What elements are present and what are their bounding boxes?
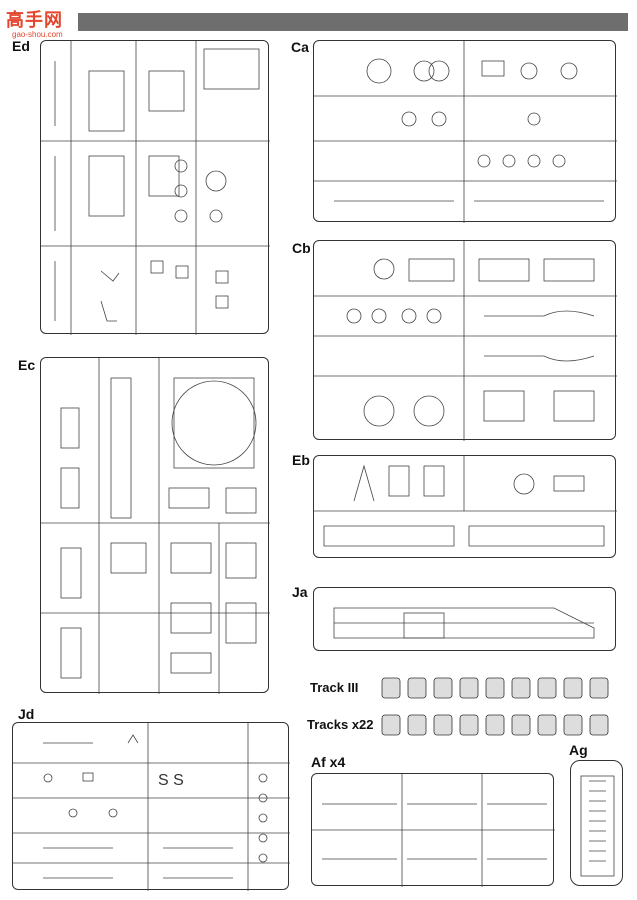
sprue-frame-ca	[313, 40, 617, 223]
sprue-label-track3: Track III	[310, 680, 359, 695]
watermark-url: gao-shou.com	[12, 30, 63, 39]
sprue-eb-drawing	[314, 456, 617, 547]
sprue-label-ca: Ca	[291, 39, 309, 55]
sprue-jd-drawing: S S	[13, 723, 290, 891]
watermark-logo: 高手网	[6, 10, 63, 31]
sprue-label-ec: Ec	[18, 357, 36, 373]
track-links-row	[381, 677, 609, 699]
sprue-af-drawing	[312, 774, 555, 887]
header-bar	[78, 13, 628, 31]
sprue-ca-drawing	[314, 41, 617, 223]
sprue-label-cb: Cb	[292, 240, 311, 256]
sprue-ed-drawing	[41, 41, 270, 335]
sprue-label-af: Af x4	[311, 754, 346, 770]
sprue-label-eb: Eb	[292, 452, 310, 468]
sprue-frame-ja	[313, 587, 616, 651]
sprue-frame-af	[311, 773, 555, 887]
svg-text:S S: S S	[158, 772, 184, 789]
sprue-frame-jd: S S	[12, 722, 290, 891]
sprue-frame-ec	[40, 357, 270, 694]
sprue-label-ja: Ja	[292, 584, 308, 600]
sprue-label-ag: Ag	[569, 742, 588, 758]
sprue-frame-ed	[40, 40, 270, 335]
sprue-label-tracks22: Tracks x22	[307, 717, 374, 732]
sprue-frame-ag	[570, 760, 623, 886]
sprue-cb-drawing	[314, 241, 617, 441]
sprue-ec-drawing	[41, 358, 270, 694]
sprue-frame-eb	[313, 455, 617, 558]
tracks-x22-row	[381, 714, 609, 736]
sprue-label-ed: Ed	[12, 38, 30, 54]
sprue-ag-drawing	[580, 775, 615, 877]
sprue-frame-cb	[313, 240, 617, 441]
sprue-ja-drawing	[333, 607, 595, 639]
sprue-label-jd: Jd	[18, 706, 35, 722]
